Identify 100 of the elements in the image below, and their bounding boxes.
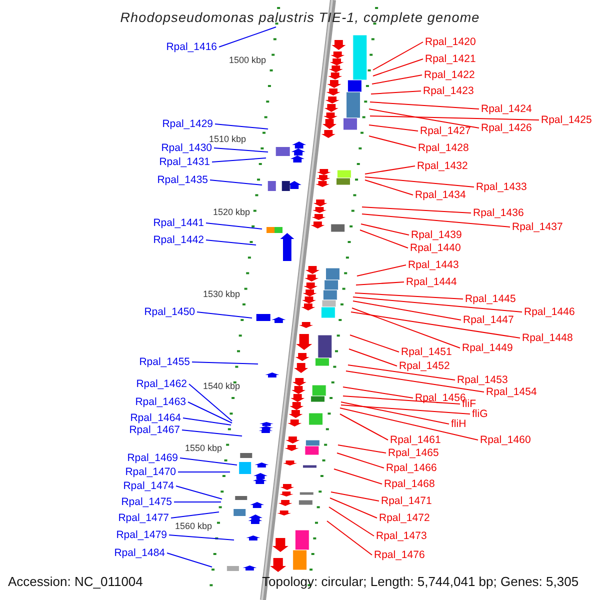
scale-label: 1560 kbp — [174, 521, 212, 531]
gene-label: Rpal_1440 — [410, 242, 461, 254]
leader-line — [368, 136, 416, 148]
leader-line — [214, 148, 268, 152]
gene-label: Rpal_1455 — [139, 356, 190, 368]
gene-label: Rpal_1422 — [424, 69, 475, 81]
gene-label: Rpal_1473 — [376, 530, 427, 542]
gene-label: Rpal_1471 — [381, 495, 432, 507]
scale-label: 1520 kbp — [212, 207, 250, 217]
leader-line — [218, 26, 276, 48]
gene-label: Rpal_1476 — [374, 549, 425, 561]
leader-line — [346, 370, 484, 392]
scale-label: 1530 kbp — [202, 289, 240, 299]
gene-label: Rpal_1448 — [522, 332, 573, 344]
leader-line — [370, 102, 480, 110]
gene-label: Rpal_1465 — [388, 447, 439, 459]
gene-label: Rpal_1431 — [159, 156, 210, 168]
leader-line — [328, 506, 374, 536]
leader-line — [180, 458, 238, 466]
leader-line — [176, 486, 222, 500]
leader-line — [370, 90, 422, 94]
gene-label: Rpal_1428 — [418, 142, 469, 154]
leader-line — [362, 206, 472, 214]
leader-line — [336, 452, 384, 468]
gene-label: Rpal_1420 — [425, 36, 476, 48]
leader-line — [330, 498, 378, 518]
leader-line — [360, 230, 408, 248]
leader-line — [188, 402, 232, 424]
leader-line — [214, 124, 268, 130]
leader-line — [372, 58, 424, 76]
leader-line — [348, 348, 398, 366]
leader-line — [368, 124, 418, 132]
gene-label: Rpal_1452 — [399, 360, 450, 372]
leader-line — [348, 364, 456, 380]
gene-label: Rpal_1429 — [162, 118, 213, 130]
gene-label: Rpal_1472 — [379, 512, 430, 524]
leader-line — [356, 264, 406, 276]
gene-label: Rpal_1477 — [118, 512, 169, 524]
gene-label: Rpal_1466 — [386, 462, 437, 474]
leader-line — [364, 176, 474, 188]
gene-label: Rpal_1475 — [121, 496, 172, 508]
gene-label: Rpal_1450 — [144, 306, 195, 318]
leader-line — [370, 116, 540, 120]
gene-label: Rpal_1464 — [130, 412, 181, 424]
leader-line — [340, 408, 478, 440]
leader-line — [372, 42, 424, 70]
leader-line — [342, 396, 460, 404]
gene-label: Rpal_1430 — [161, 142, 212, 154]
footer-text: Topology: circular; Length: 5,744,041 bp; Genes: 5,305 — [262, 574, 579, 590]
leader-line — [330, 492, 380, 502]
leader-line — [364, 166, 416, 174]
leader-line — [364, 180, 414, 196]
leader-line — [338, 444, 386, 454]
title: Rhodopseudomonas palustris TIE-1, complete genome — [119, 10, 481, 26]
gene-label: Rpal_1436 — [473, 207, 524, 219]
gene-label: Rpal_1437 — [512, 221, 563, 233]
gene-label: fliG — [472, 408, 488, 420]
leader-line — [334, 468, 382, 484]
gene-label: Rpal_1469 — [127, 452, 178, 464]
leader-line — [192, 362, 258, 364]
leader-line — [352, 300, 462, 320]
gene-label: Rpal_1467 — [129, 424, 180, 436]
leader-line — [166, 552, 212, 568]
gene-label: Rpal_1424 — [481, 103, 532, 115]
gene-label: Rpal_1463 — [135, 396, 186, 408]
gene-label: Rpal_1451 — [401, 346, 452, 358]
leader-line — [372, 74, 422, 84]
gene-label: Rpal_1447 — [463, 314, 514, 326]
gene-label: Rpal_1462 — [136, 378, 187, 390]
gene-label: Rpal_1423 — [423, 85, 474, 97]
gene-label: Rpal_1468 — [384, 478, 435, 490]
gene-label: Rpal_1421 — [425, 53, 476, 65]
scale-label: 1500 kbp — [228, 55, 266, 65]
gene-label: Rpal_1433 — [476, 181, 527, 193]
leader-line — [354, 292, 464, 300]
leader-line — [368, 108, 480, 128]
gene-label: Rpal_1460 — [480, 434, 531, 446]
gene-label: Rpal_1441 — [153, 217, 204, 229]
gene-label: Rpal_1443 — [408, 259, 459, 271]
gene-label: Rpal_1470 — [125, 466, 176, 478]
gene-label: Rpal_1425 — [541, 114, 592, 126]
footer-text: Accession: NC_011004 — [8, 574, 143, 590]
gene-label: Rpal_1445 — [465, 293, 516, 305]
leader-line — [360, 224, 410, 236]
leader-line — [212, 158, 266, 162]
gene-label: Rpal_1439 — [411, 229, 462, 241]
leader-line — [340, 414, 388, 440]
gene-label: Rpal_1444 — [406, 276, 457, 288]
gene-label: Rpal_1479 — [116, 529, 167, 541]
leader-line — [350, 312, 520, 338]
leader-line — [352, 308, 460, 348]
leader-line — [210, 180, 262, 186]
leader-line — [362, 214, 510, 228]
gene-label: Rpal_1432 — [417, 160, 468, 172]
leader-line — [352, 296, 522, 312]
gene-label: Rpal_1474 — [123, 480, 174, 492]
leader-line — [206, 240, 256, 246]
gene-label: Rpal_1427 — [420, 125, 471, 137]
gene-label: Rpal_1416 — [166, 41, 217, 53]
leader-line — [326, 520, 372, 556]
